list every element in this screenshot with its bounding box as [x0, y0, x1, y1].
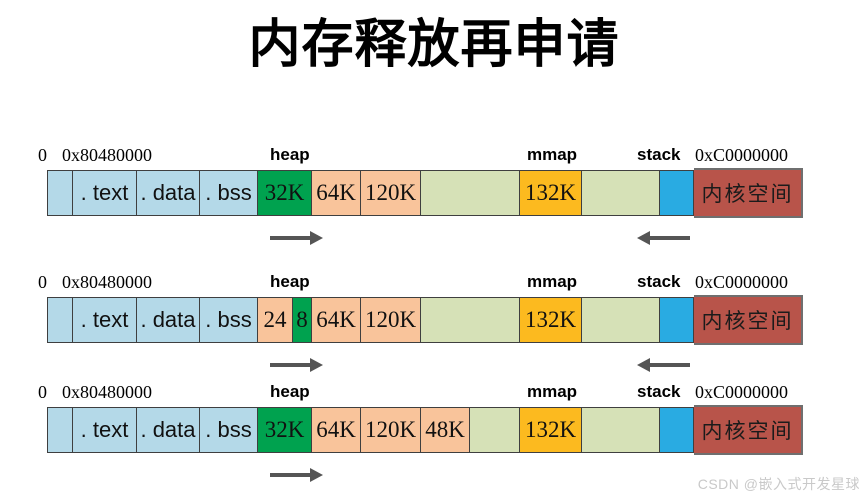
- segment-heap-120k: 120K: [361, 407, 421, 453]
- segment-heap-32k: 32K: [258, 170, 312, 216]
- segment-data: . data: [137, 297, 200, 343]
- memory-bar-row-3: 0 0x80480000 heap mmap stack 0xC0000000 …: [0, 381, 868, 499]
- address-label-end: 0xC0000000: [695, 272, 789, 292]
- address-label-start: 0x80480000: [62, 272, 152, 292]
- stack-grow-left-arrow-icon: [637, 231, 690, 245]
- segment-bss: . bss: [200, 170, 258, 216]
- address-label-end: 0xC0000000: [695, 382, 789, 402]
- segment-free-space: [582, 407, 660, 453]
- segment-empty: [47, 297, 73, 343]
- memory-bar: . text . data . bss 24 8 64K 120K 132K 内…: [47, 295, 803, 345]
- segment-mmap-132k: 132K: [520, 407, 582, 453]
- segment-mmap-132k: 132K: [520, 297, 582, 343]
- segment-stack: [660, 297, 694, 343]
- segment-kernel-space: 内核空间: [694, 295, 803, 345]
- address-label-start: 0x80480000: [62, 382, 152, 402]
- segment-kernel-space: 内核空间: [694, 168, 803, 218]
- heap-grow-right-arrow-icon: [270, 231, 323, 245]
- memory-bar: . text . data . bss 32K 64K 120K 48K 132…: [47, 405, 803, 455]
- memory-bar: . text . data . bss 32K 64K 120K 132K 内核…: [47, 168, 803, 218]
- heap-label: heap: [270, 382, 310, 401]
- address-label-zero: 0: [38, 382, 47, 402]
- segment-empty: [47, 407, 73, 453]
- memory-bar-row-1: 0 0x80480000 heap mmap stack 0xC0000000 …: [0, 144, 868, 262]
- stack-label: stack: [637, 382, 681, 401]
- segment-heap-48k: 48K: [421, 407, 470, 453]
- segment-stack: [660, 170, 694, 216]
- segment-text: . text: [73, 297, 137, 343]
- segment-bss: . bss: [200, 407, 258, 453]
- mmap-label: mmap: [527, 382, 578, 401]
- stack-label: stack: [637, 272, 681, 291]
- segment-free-space: [421, 170, 520, 216]
- segment-heap-64k: 64K: [312, 297, 361, 343]
- heap-label: heap: [270, 145, 310, 164]
- address-label-start: 0x80480000: [62, 145, 152, 165]
- segment-heap-64k: 64K: [312, 170, 361, 216]
- segment-free-space: [421, 297, 520, 343]
- segment-free-space: [582, 170, 660, 216]
- segment-bss: . bss: [200, 297, 258, 343]
- segment-text: . text: [73, 407, 137, 453]
- heap-label: heap: [270, 272, 310, 291]
- segment-empty: [47, 170, 73, 216]
- segment-data: . data: [137, 170, 200, 216]
- segment-data: . data: [137, 407, 200, 453]
- memory-bar-row-2: 0 0x80480000 heap mmap stack 0xC0000000 …: [0, 271, 868, 389]
- segment-heap-32k: 32K: [258, 407, 312, 453]
- address-label-zero: 0: [38, 145, 47, 165]
- segment-kernel-space: 内核空间: [694, 405, 803, 455]
- segment-free-space: [582, 297, 660, 343]
- segment-text: . text: [73, 170, 137, 216]
- mmap-label: mmap: [527, 272, 578, 291]
- segment-heap-120k: 120K: [361, 170, 421, 216]
- mmap-label: mmap: [527, 145, 578, 164]
- segment-stack: [660, 407, 694, 453]
- stack-label: stack: [637, 145, 681, 164]
- segment-heap-64k: 64K: [312, 407, 361, 453]
- segment-free-space: [470, 407, 520, 453]
- page-title: 内存释放再申请: [248, 16, 620, 74]
- csdn-watermark: CSDN @嵌入式开发星球: [697, 476, 860, 492]
- segment-heap-120k: 120K: [361, 297, 421, 343]
- segment-mmap-132k: 132K: [520, 170, 582, 216]
- heap-grow-right-arrow-icon: [270, 468, 323, 482]
- address-label-zero: 0: [38, 272, 47, 292]
- heap-grow-right-arrow-icon: [270, 358, 323, 372]
- address-label-end: 0xC0000000: [695, 145, 789, 165]
- segment-heap-used-8: 8: [293, 297, 312, 343]
- stack-grow-left-arrow-icon: [637, 358, 690, 372]
- segment-heap-freed-24: 24: [258, 297, 293, 343]
